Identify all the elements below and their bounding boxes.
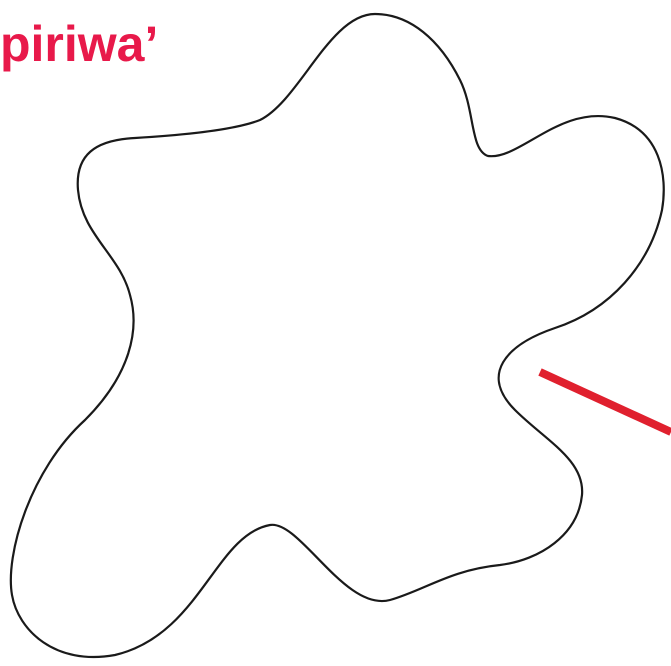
pointer-line	[540, 372, 671, 432]
blob-outline	[11, 14, 664, 657]
